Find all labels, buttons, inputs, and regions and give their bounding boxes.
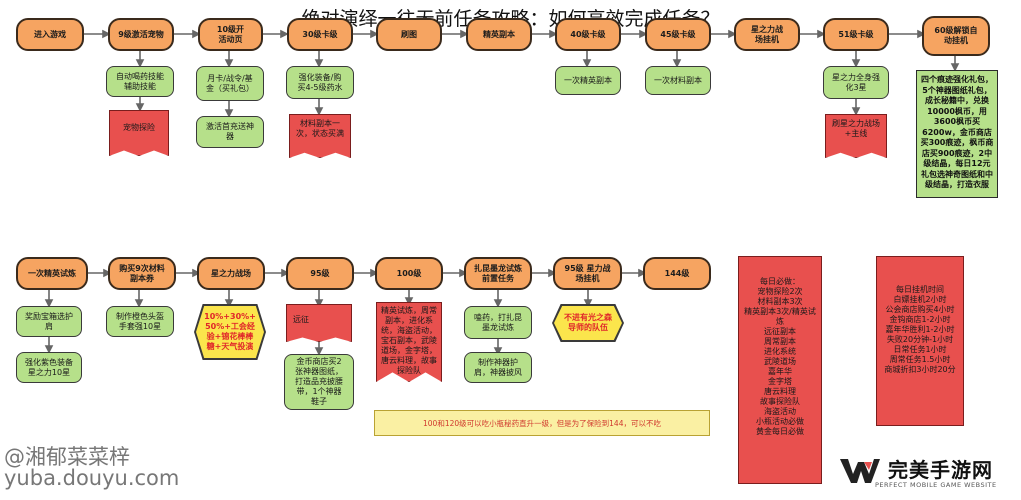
red-note: 宠物探险 xyxy=(109,110,169,156)
flow-node: 30级卡级 xyxy=(287,18,353,51)
warning-hex: 不进有光之森 导师的队伍 xyxy=(554,306,622,340)
flow-node-label: 40级卡级 xyxy=(570,29,606,39)
watermark-url: yuba.douyu.com xyxy=(4,466,180,490)
sub-node: 制作神器护 肩，神器披风 xyxy=(464,352,532,383)
sub-node-label: 强化装备/购 买4-5级药水 xyxy=(297,72,343,92)
flow-node: 星之力战 场挂机 xyxy=(734,18,800,51)
red-note: 精英试炼，周常 副本，进化系 统，海盗活动， 宝石副本，武陵 道场，金字塔， 唐… xyxy=(376,302,442,382)
red-note-label: 刷星之力战场 +主线 xyxy=(832,119,880,138)
flow-node-label: 一次精英试炼 xyxy=(28,268,76,278)
flow-node: 一次精英试炼 xyxy=(16,257,88,290)
sub-node: 一次精英副本 xyxy=(555,66,621,95)
bonus-hex: 10%+30%+ 50%+工会经 验+锦花棒棒 糖+天气投演 xyxy=(196,306,264,358)
flow-node-label: 星之力战 场挂机 xyxy=(751,24,783,44)
flow-node: 9级激活宠物 xyxy=(108,18,174,51)
flow-node: 刷图 xyxy=(376,18,442,51)
sub-node-label: 一次材料副本 xyxy=(654,75,702,85)
sub-node: 嗑药，打扎昆 墨龙试炼 xyxy=(464,306,532,339)
flow-node-label: 10级开 活动页 xyxy=(216,24,245,44)
flow-node-label: 星之力战场 xyxy=(211,268,251,278)
sub-node-label: 激活首充送神 器 xyxy=(206,122,254,141)
sub-node-label: 奖励宝箱选护 肩 xyxy=(25,311,73,331)
flow-node-label: 100级 xyxy=(396,268,422,278)
sub-node-label: 制作神器护 肩，神器披风 xyxy=(474,357,522,377)
warning-hex-label: 不进有光之森 导师的队伍 xyxy=(564,313,612,332)
flow-node-label: 30级卡级 xyxy=(302,29,338,39)
hang-time-note: 每日挂机时间 白嫖挂机2小时 公会商店购买4小时 金钩商店1-2小时 嘉年华胜利… xyxy=(876,256,964,426)
flow-node: 扎昆墨龙试炼 前置任务 xyxy=(464,257,532,290)
flow-node-label: 95级 星力战 场挂机 xyxy=(564,263,611,283)
flow-node-label: 精英副本 xyxy=(483,29,515,39)
flow-node-label: 45级卡级 xyxy=(660,29,696,39)
sub-node: 星之力全身强 化3星 xyxy=(823,66,889,99)
flow-node-label: 进入游戏 xyxy=(34,29,66,39)
flow-node: 100级 xyxy=(375,257,443,290)
sub-node: 强化紫色装备 星之力10星 xyxy=(16,352,82,383)
sub-node-label: 一次精英副本 xyxy=(564,75,612,85)
level-tip-banner: 100和120级可以吃小瓶秘药直升一级，但是为了保险到144，可以不吃 xyxy=(374,410,710,436)
sub-node: 自动喝药技能 辅助技能 xyxy=(106,66,174,97)
sub-node-label: 强化紫色装备 星之力10星 xyxy=(25,357,73,377)
flow-node: 星之力战场 xyxy=(197,257,265,290)
sub-node: 激活首充送神 器 xyxy=(196,116,264,148)
red-note-label: 材料副本一 次，状态买满 xyxy=(296,119,344,138)
red-note-label: 精英试炼，周常 副本，进化系 统，海盗活动， 宝石副本，武陵 道场，金字塔， 唐… xyxy=(381,306,437,375)
sub-node-label: 制作橙色头盔 手套强10星 xyxy=(116,311,164,331)
flow-node: 10级开 活动页 xyxy=(198,18,263,51)
sub-node-label: 金币商店买2 张神器图纸， 打造品充披腰 带，1个神器 鞋子 xyxy=(295,357,343,406)
sub-node: 奖励宝箱选护 肩 xyxy=(16,306,82,337)
logo-subtext: PERFECT MOBILE GAME WEBSITE xyxy=(875,481,997,489)
flow-node-label: 购买9次材料 副本券 xyxy=(119,263,165,283)
sub-node-label: 星之力全身强 化3星 xyxy=(832,72,880,92)
flow-node: 95级 星力战 场挂机 xyxy=(553,257,622,290)
red-note: 刷星之力战场 +主线 xyxy=(825,114,887,158)
flow-node-label: 60级解锁自 动挂机 xyxy=(934,26,978,45)
logo-w-icon xyxy=(840,459,880,483)
flow-node-label: 95级 xyxy=(310,268,330,278)
flow-node: 40级卡级 xyxy=(555,18,621,51)
watermark-author: @湘郁菜菜梓 xyxy=(4,445,130,469)
flow-node-label: 51级卡级 xyxy=(838,29,874,39)
flow-node: 60级解锁自 动挂机 xyxy=(922,16,990,56)
red-note: 材料副本一 次，状态买满 xyxy=(289,114,351,158)
flow-node: 购买9次材料 副本券 xyxy=(108,257,176,290)
sub-node: 一次材料副本 xyxy=(645,66,711,95)
flow-node-label: 9级激活宠物 xyxy=(118,29,164,39)
flow-node: 95级 xyxy=(286,257,354,290)
flow-node: 51级卡级 xyxy=(823,18,889,51)
reward-note: 四个痕迹强化礼包， 5个神器图纸礼包， 成长秘籍中，兑换 10000枫币，用 3… xyxy=(916,70,998,198)
red-note-label: 远征 xyxy=(293,315,309,324)
sub-node: 月卡/战令/基 金（买礼包） xyxy=(196,66,264,101)
red-note: 远征 xyxy=(286,304,352,342)
daily-tasks-note: 每日必做： 宠物探险2次 材料副本3次 精英副本3次/精英试炼 远征副本 周常副… xyxy=(738,256,822,484)
flow-node-label: 刷图 xyxy=(401,29,417,39)
sub-node-label: 嗑药，打扎昆 墨龙试炼 xyxy=(474,312,522,332)
bonus-hex-label: 10%+30%+ 50%+工会经 验+锦花棒棒 糖+天气投演 xyxy=(204,312,256,351)
flow-node: 45级卡级 xyxy=(645,18,711,51)
red-note-label: 宠物探险 xyxy=(123,123,155,132)
sub-node: 强化装备/购 买4-5级药水 xyxy=(286,66,354,99)
flow-node: 144级 xyxy=(643,257,711,290)
sub-node-label: 月卡/战令/基 金（买礼包） xyxy=(206,73,254,93)
flow-node-label: 144级 xyxy=(664,268,690,278)
flow-node-label: 扎昆墨龙试炼 前置任务 xyxy=(474,263,522,283)
logo-text: 完美手游网 xyxy=(888,458,993,482)
site-logo: 完美手游网 PERFECT MOBILE GAME WEBSITE xyxy=(830,454,1016,496)
sub-node: 制作橙色头盔 手套强10星 xyxy=(106,306,174,337)
flow-node: 进入游戏 xyxy=(16,18,84,51)
flow-node: 精英副本 xyxy=(466,18,532,51)
sub-node-label: 自动喝药技能 辅助技能 xyxy=(116,71,164,91)
sub-node: 金币商店买2 张神器图纸， 打造品充披腰 带，1个神器 鞋子 xyxy=(284,354,354,410)
